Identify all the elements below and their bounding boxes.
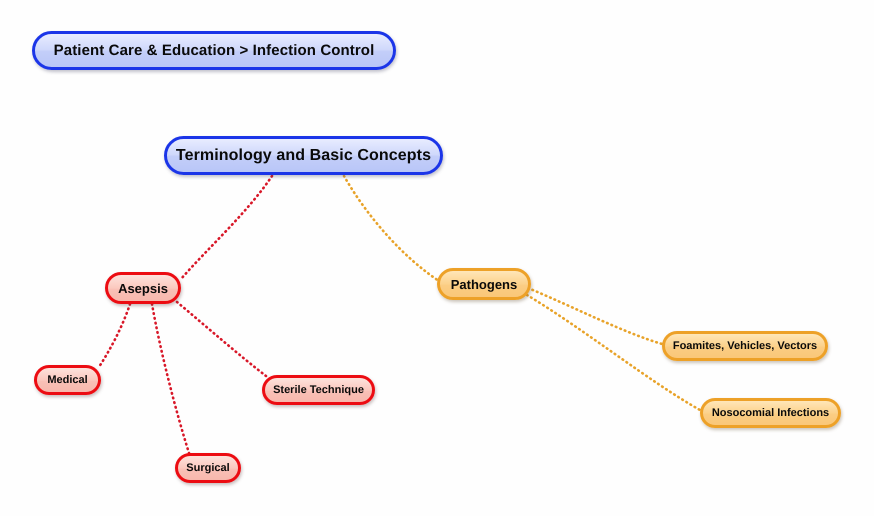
leaf-node-label: Foamites, Vehicles, Vectors [672,340,818,352]
branch-node-asepsis[interactable]: Asepsis [105,272,181,304]
edge-asepsis-to-medical [97,302,132,369]
leaf-node-sterile-technique[interactable]: Sterile Technique [262,375,375,405]
edge-root-to-pathogens [342,174,441,283]
leaf-node-surgical[interactable]: Surgical [175,453,241,483]
leaf-node-nosocomial-infections[interactable]: Nosocomial Infections [700,398,841,428]
branch-node-label: Pathogens [450,276,518,292]
branch-node-label: Asepsis [118,280,168,296]
leaf-node-foamites-vehicles-vectors[interactable]: Foamites, Vehicles, Vectors [662,331,828,361]
leaf-node-label: Sterile Technique [273,384,364,396]
edge-asepsis-to-sterile-technique [175,300,268,378]
edge-asepsis-to-surgical [150,302,191,455]
breadcrumb-label: Patient Care & Education > Infection Con… [53,42,375,59]
root-node-terminology-and-basic-concepts[interactable]: Terminology and Basic Concepts [164,136,443,175]
leaf-node-label: Medical [47,374,88,386]
branch-node-pathogens[interactable]: Pathogens [437,268,531,300]
breadcrumb-node[interactable]: Patient Care & Education > Infection Con… [32,31,396,70]
leaf-node-label: Surgical [186,462,230,474]
edge-pathogens-to-foamites [526,286,664,346]
edge-root-to-asepsis [179,174,274,281]
leaf-node-label: Nosocomial Infections [711,407,830,419]
root-node-label: Terminology and Basic Concepts [175,146,432,164]
leaf-node-medical[interactable]: Medical [34,365,101,395]
